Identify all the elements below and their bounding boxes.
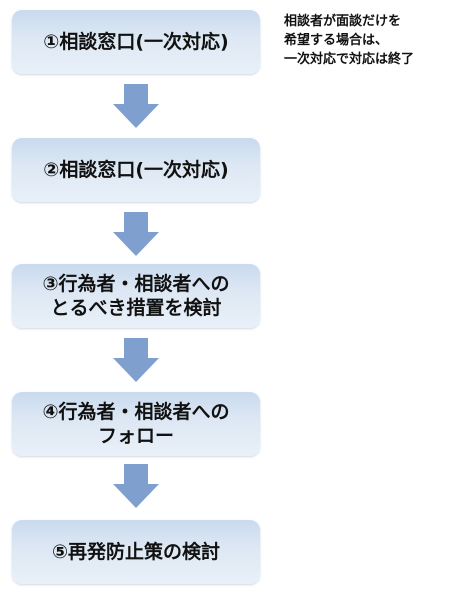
down-arrow-icon [113,464,159,508]
step-2-box: ②相談窓口(一次対応) [12,138,260,202]
step-2-label: ②相談窓口(一次対応) [43,159,229,181]
step-5-label: ⑤再発防止策の検討 [51,541,221,563]
side-note: 相談者が面談だけを 希望する場合は、 一次対応で対応は終了 [284,14,415,67]
down-arrow-icon [113,84,159,128]
down-arrow-icon [113,338,159,382]
down-arrow-icon [113,212,159,256]
step-1-box: ①相談窓口(一次対応) [12,10,260,74]
step-3-box: ③行為者・相談者への とるべき措置を検討 [12,264,260,328]
step-3-label: ③行為者・相談者への とるべき措置を検討 [42,273,230,319]
step-4-label: ④行為者・相談者への フォロー [42,401,230,447]
step-1-label: ①相談窓口(一次対応) [43,31,229,53]
step-4-box: ④行為者・相談者への フォロー [12,392,260,456]
step-5-box: ⑤再発防止策の検討 [12,520,260,584]
